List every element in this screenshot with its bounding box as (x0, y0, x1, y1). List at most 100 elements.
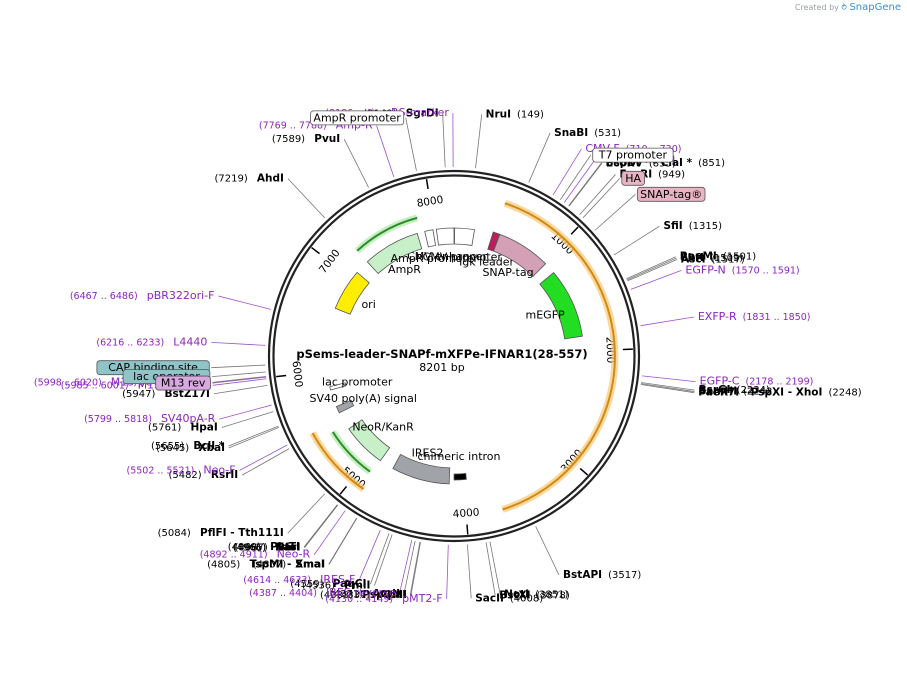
feature-box-label: HA (621, 170, 645, 186)
site-connector (228, 425, 279, 447)
green-arc (331, 431, 371, 473)
site-connector (626, 256, 676, 280)
site-label: SnaBI(531) (554, 127, 621, 139)
site-label: (5084) PflFI - Tth111I (158, 527, 284, 539)
site-text: (4807) SmaI (253, 558, 325, 570)
tick-mark (570, 226, 579, 235)
feature-box (592, 147, 674, 163)
orange-arc (311, 432, 365, 490)
primer-text: EXFP-R(1831 .. 1850) (698, 310, 811, 323)
primer-name: pMT2-F (402, 592, 443, 605)
site-label: (4965) KasI (233, 542, 301, 554)
primer-text: (4387 .. 4404) IRES reverse (249, 586, 396, 599)
enzyme-name: BsrGI (699, 384, 731, 396)
primer-connector (211, 341, 266, 346)
feature-label: mEGFP (526, 309, 566, 322)
enzyme-name: SfiI (663, 220, 682, 232)
tick-mark (311, 246, 320, 255)
site-label: (4969) PluTI (228, 541, 300, 553)
site-connector (410, 541, 421, 596)
primer-range: (2178 .. 2199) (745, 377, 813, 388)
feature-box (621, 170, 645, 186)
primer-name: SV40pA-R (161, 412, 216, 425)
enzyme-name: XbaI (198, 442, 225, 454)
site-label: (5482) RsrII (168, 469, 238, 481)
primer-label: (4130 .. 4149) pMT2-F (325, 592, 442, 605)
neor-kanr-feature (348, 419, 391, 462)
site-text: (4333) PspOMI (320, 589, 407, 601)
site-position: (4337) (337, 590, 373, 601)
site-position: (1501) (723, 252, 756, 263)
primer-connector (446, 544, 449, 599)
enzyme-name: PspOMI (362, 589, 407, 601)
primer-connector (212, 376, 267, 383)
site-connector (626, 257, 677, 281)
primer-text: (4614 .. 4633) IRES-F (243, 573, 355, 586)
enzyme-name: SfoI (277, 541, 300, 553)
site-position: (4966) (233, 543, 269, 554)
primer-text: (6467 .. 6486) pBR322ori-F (70, 289, 215, 302)
site-position: (4965) (233, 543, 269, 554)
site-position: (851) (698, 158, 725, 169)
primer-label: (6216 .. 6233) L4440 (96, 335, 207, 348)
site-text: BstAPI(3517) (563, 569, 641, 581)
site-text: (5947) BstZ17I (122, 388, 210, 400)
site-position: (4805) (207, 559, 243, 570)
site-connector (640, 384, 695, 394)
feature-box (310, 110, 405, 126)
label-connector-lines (211, 113, 696, 599)
backbone-ring (267, 169, 641, 543)
primer-text: (5799 .. 5818) SV40pA-R (84, 412, 216, 425)
site-position: (4371) (330, 589, 366, 600)
site-text: AscI(1517) (681, 253, 745, 265)
site-position: (5084) (158, 528, 194, 539)
enzyme-name: SmaI (295, 558, 325, 570)
enzyme-name: PvuI (314, 133, 340, 145)
enzyme-name: SgrDI (406, 107, 439, 119)
site-text: (4965) KasI (233, 542, 301, 554)
primer-text: (4892 .. 4911) Neo-R (200, 548, 311, 561)
site-text: (5645) XbaI (156, 442, 225, 454)
site-text: BstXI(3878) (499, 589, 570, 601)
site-position: (4807) (253, 559, 289, 570)
cmv-promoter-feature (454, 227, 475, 246)
feature-box-label: AmpR promoter (310, 110, 405, 126)
primer-text: (4130 .. 4149) pMT2-F (325, 592, 442, 605)
site-position: (949) (658, 169, 685, 180)
site-label: (4536) PmlI (302, 580, 371, 592)
site-position: (7219) (214, 174, 250, 185)
feature-box-label: M13 rev (155, 375, 211, 391)
primer-connector (212, 378, 267, 386)
primer-label: EGFP-N(1570 .. 1591) (685, 263, 799, 276)
enzyme-name: BstAPI (563, 569, 602, 581)
primer-label: (4387 .. 4404) IRES reverse (249, 586, 396, 599)
site-connector (568, 163, 603, 207)
feature-label: NeoR/KanR (352, 420, 414, 433)
primer-connector (219, 404, 272, 420)
site-label: BsrGI(2234) (699, 384, 770, 396)
site-text: (4536) PmlI (302, 580, 371, 592)
site-connector (613, 225, 660, 256)
site-connector (211, 371, 266, 377)
site-text: SacII(4008) (475, 592, 543, 604)
tick-label: 4000 (452, 507, 480, 521)
primer-connector (552, 148, 582, 196)
site-connector (374, 534, 393, 586)
primer-connector (640, 316, 694, 327)
site-position: (3878) (537, 590, 570, 601)
feature-box (636, 186, 706, 202)
primer-label: EGFP-C (2178 .. 2199) (700, 375, 814, 388)
feature-box-label: T7 promoter (592, 147, 674, 163)
primer-text: (6216 .. 6233) L4440 (96, 335, 207, 348)
site-connector (370, 533, 390, 585)
enzyme-name: NruI (486, 109, 511, 121)
feature-label: CMV enhancer (407, 250, 487, 263)
outer-strand (267, 169, 641, 543)
primer-name: EGFP-C (700, 375, 740, 388)
snapgene-name: SnapGene (849, 2, 901, 13)
enzyme-name: BstZ17I (165, 388, 210, 400)
site-connector (303, 504, 338, 548)
enzyme-name: SbfI (680, 252, 704, 264)
site-connector (211, 364, 266, 369)
